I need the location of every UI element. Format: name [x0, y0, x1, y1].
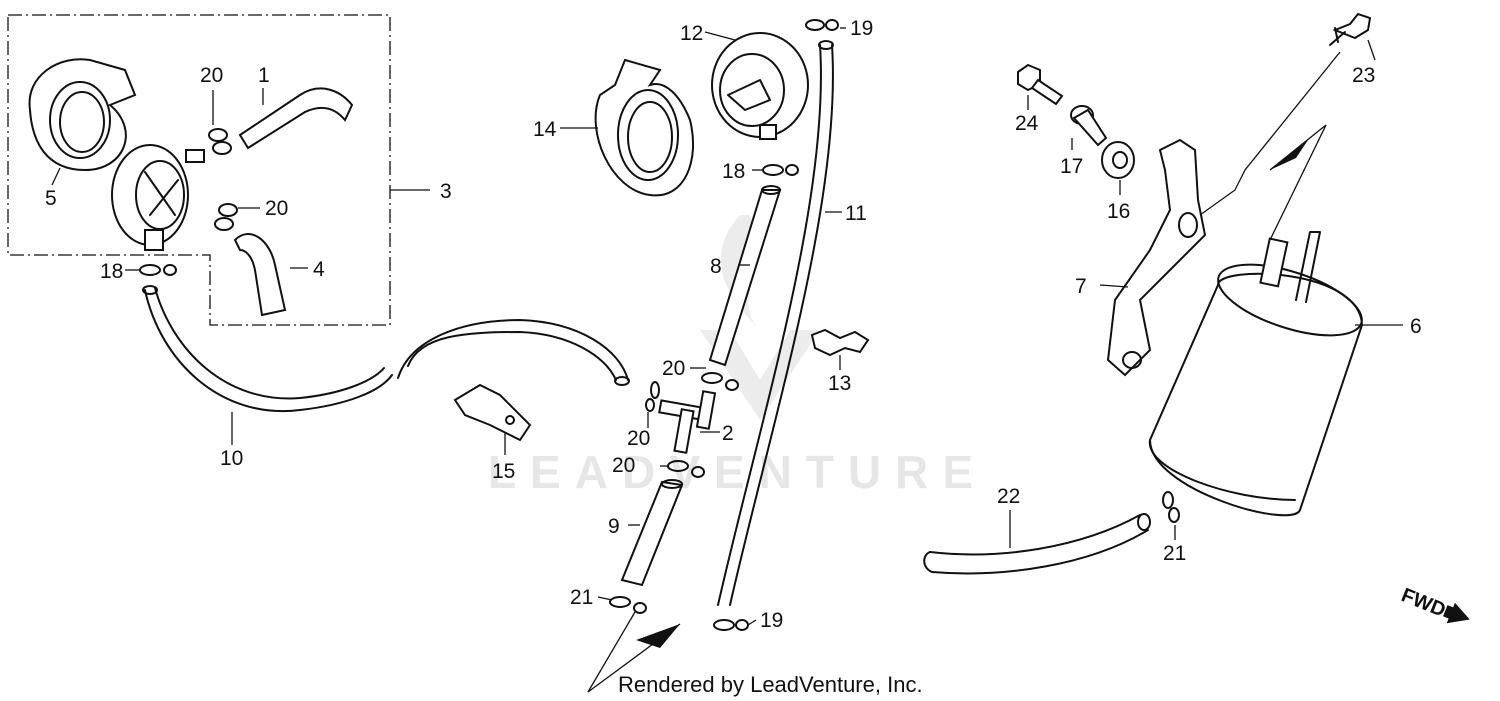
callout-labels: 1 2 3 4 5 6 7 8 9 10 11 12 13 14 15 16 1… [45, 17, 1422, 632]
callout-20-b: 20 [265, 197, 288, 220]
direction-arrow-top [1269, 124, 1327, 241]
callout-21-b: 21 [1163, 542, 1186, 565]
callout-19-top: 19 [850, 17, 873, 40]
fwd-indicator: FWD [1398, 584, 1470, 624]
clip-18-a[interactable] [139, 264, 177, 276]
callout-1: 1 [258, 64, 270, 87]
callout-18-left: 18 [100, 260, 123, 283]
clip-20-b[interactable] [214, 203, 238, 231]
callout-5: 5 [45, 187, 57, 210]
callout-23: 23 [1352, 64, 1375, 87]
callout-13: 13 [828, 372, 851, 395]
clip-18-b[interactable] [762, 164, 799, 176]
fwd-label: FWD [1398, 584, 1448, 621]
part-9-hose[interactable] [620, 479, 684, 587]
callout-11: 11 [845, 202, 867, 225]
part-1-hose[interactable] [238, 87, 354, 150]
callout-16: 16 [1107, 200, 1130, 223]
callout-2: 2 [722, 422, 734, 445]
part-8-hose[interactable] [708, 185, 782, 367]
clip-20-a[interactable] [208, 128, 232, 155]
part-23-bolt[interactable] [1329, 12, 1372, 46]
part-10-hose[interactable] [142, 285, 630, 413]
leader-lines [660, 27, 846, 626]
part-12-valve[interactable] [711, 32, 809, 140]
callout-19-bottom: 19 [760, 609, 783, 632]
part-11-hose[interactable] [717, 40, 834, 606]
callout-18-center: 18 [722, 160, 745, 183]
clip-21-a[interactable] [609, 596, 647, 614]
callout-6: 6 [1410, 315, 1422, 338]
part-16-grommet[interactable] [1101, 141, 1135, 179]
clip-19-b[interactable] [713, 619, 749, 631]
watermark: LEADVENTURE [488, 215, 987, 498]
callout-15: 15 [492, 460, 515, 483]
callout-20-d: 20 [627, 427, 650, 450]
callout-17: 17 [1060, 155, 1083, 178]
part-14-clamp[interactable] [594, 58, 695, 197]
clip-20-c[interactable] [701, 372, 739, 391]
callout-22: 22 [997, 485, 1020, 508]
callout-24: 24 [1015, 112, 1039, 135]
part-5-clamp[interactable] [28, 58, 137, 172]
clip-21-b[interactable] [1162, 491, 1180, 523]
watermark-text: LEADVENTURE [488, 446, 987, 498]
callout-20-a: 20 [200, 64, 223, 87]
part-4-hose[interactable] [233, 233, 287, 317]
callout-21-a: 21 [570, 586, 593, 609]
part-13-clamp[interactable] [810, 328, 870, 357]
callout-14: 14 [533, 118, 557, 141]
part-24-bolt[interactable] [1017, 63, 1064, 106]
part-3-valve[interactable] [111, 144, 205, 251]
callout-4: 4 [313, 258, 325, 281]
callout-8: 8 [710, 255, 722, 278]
callout-12: 12 [680, 22, 703, 45]
part-6-canister[interactable] [1148, 231, 1370, 517]
callout-3: 3 [440, 180, 452, 203]
callout-10: 10 [220, 447, 243, 470]
callout-20-c: 20 [662, 357, 685, 380]
callout-7: 7 [1075, 275, 1087, 298]
direction-arrow-bottom [587, 611, 681, 693]
clip-20-d[interactable] [645, 381, 660, 412]
part-15-bracket[interactable] [453, 383, 532, 442]
part-7-stay[interactable] [1106, 138, 1207, 377]
callout-9: 9 [608, 515, 620, 538]
part-22-hose[interactable] [923, 513, 1151, 575]
callout-20-e: 20 [612, 454, 635, 477]
credit-text: Rendered by LeadVenture, Inc. [618, 672, 923, 697]
assembly-box-3 [7, 14, 391, 326]
part-17-collar[interactable] [1070, 105, 1108, 147]
clip-19-a[interactable] [805, 19, 839, 31]
part-2-tjoint[interactable] [658, 390, 717, 454]
